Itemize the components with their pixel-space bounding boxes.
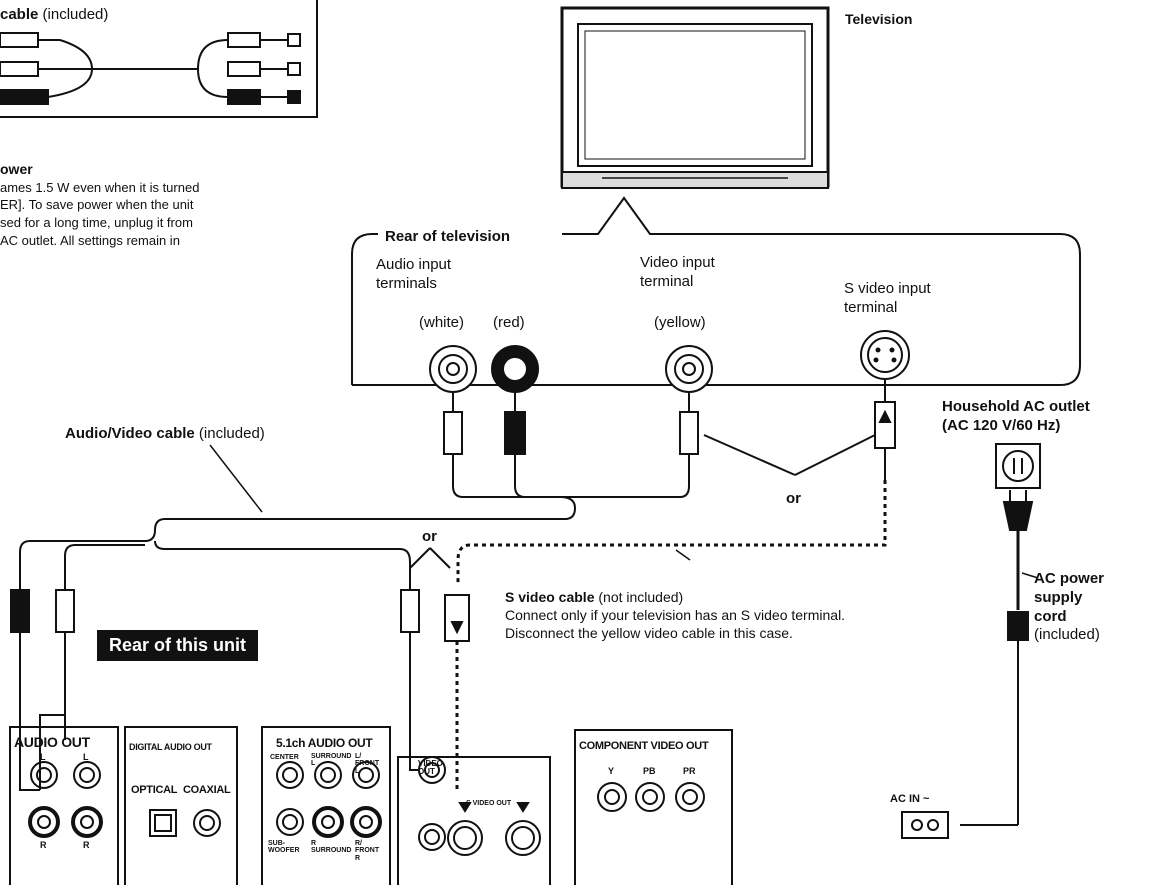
digital-audio-out-title: DIGITAL AUDIO OUT xyxy=(129,742,212,752)
s-video-cable-line-3: Disconnect the yellow video cable in thi… xyxy=(505,625,793,642)
av-cable-inset-label: cable (included) xyxy=(0,6,108,25)
optical-label: OPTICAL xyxy=(131,784,178,796)
standby-power-note: ower ames 1.5 W even when it is turned E… xyxy=(0,160,330,249)
component-pr: PR xyxy=(683,766,696,776)
red-label: (red) xyxy=(493,314,525,331)
audio-out-l-1: L xyxy=(40,752,46,762)
s-video-input-line-1: S video input xyxy=(844,280,931,297)
av-cable-label: Audio/Video cable (included) xyxy=(65,425,265,444)
ch51-rfront-r: R/ FRONT R xyxy=(355,840,380,862)
ac-cord-line-2: supply xyxy=(1034,588,1083,606)
audio-input-label: Audio input terminals xyxy=(376,256,451,294)
coaxial-label: COAXIAL xyxy=(183,784,231,796)
television-label: Television xyxy=(845,11,913,27)
ac-outlet-and-cord xyxy=(960,443,1041,826)
ch51-surround-l: SURROUND L xyxy=(311,753,352,768)
cable-label-rest: (included) xyxy=(42,6,109,23)
ac-cord-line-1: AC power xyxy=(1034,570,1105,587)
s-video-out-label: S VIDEO OUT xyxy=(466,800,512,807)
video-input-label: Video input terminal xyxy=(640,254,715,292)
component-video-out-title: COMPONENT VIDEO OUT xyxy=(579,740,709,752)
video-out-title-1: VIDEO xyxy=(418,759,443,768)
audio-out-r-1: R xyxy=(40,840,47,850)
video-out-title: VIDEO OUT xyxy=(418,759,443,777)
s-video-input-line-2: terminal xyxy=(844,298,898,316)
av-cable-label-bold: Audio/Video cable xyxy=(65,425,195,442)
audio-out-title: AUDIO OUT xyxy=(14,734,90,750)
ch51-center: CENTER xyxy=(270,754,299,761)
s-video-cable xyxy=(444,380,896,790)
audio-out-r-2: R xyxy=(83,840,90,850)
rear-of-this-unit-badge: Rear of this unit xyxy=(97,630,259,661)
or-label-tv: or xyxy=(786,490,801,507)
s-video-cable-bold: S video cable xyxy=(505,589,595,605)
rear-of-television-title: Rear of television xyxy=(382,228,514,247)
ch51-lfront-l: L/ FRONT L xyxy=(355,753,380,775)
household-ac-outlet-label: Household AC outlet (AC 120 V/60 Hz) xyxy=(942,398,1090,436)
power-note-line-2: ER]. To save power when the unit xyxy=(0,197,194,213)
ch51-title: 5.1ch AUDIO OUT xyxy=(276,736,373,750)
video-out-title-2: OUT xyxy=(418,767,435,777)
av-cable-label-rest: (included) xyxy=(198,425,265,442)
component-y: Y xyxy=(608,766,615,776)
av-cable-inset xyxy=(0,0,318,118)
s-video-cable-label: S video cable (not included) Connect onl… xyxy=(505,588,985,643)
audio-out-l-2: L xyxy=(83,752,89,762)
av-cables xyxy=(10,392,876,791)
audio-input-line-2: terminals xyxy=(376,274,437,292)
ac-in-label: AC IN ~ xyxy=(890,793,930,805)
tv-input-jacks xyxy=(429,330,910,393)
component-pb: PB xyxy=(643,766,656,776)
yellow-label: (yellow) xyxy=(654,314,706,331)
ch51-r-surround: R SURROUND xyxy=(311,840,352,855)
audio-input-line-1: Audio input xyxy=(376,256,452,273)
video-input-line-2: terminal xyxy=(640,272,694,290)
s-video-cable-rest: (not included) xyxy=(598,589,684,605)
outlet-line-1: Household AC outlet xyxy=(942,398,1090,415)
s-video-cable-line-2: Connect only if your television has an S… xyxy=(505,607,846,624)
unit-rear-panels xyxy=(9,726,949,885)
rear-of-television-panel xyxy=(351,196,1081,386)
television-illustration xyxy=(560,6,830,189)
white-label: (white) xyxy=(419,314,465,331)
power-note-line-4: AC outlet. All settings remain in xyxy=(0,232,180,248)
cable-label-bold: cable xyxy=(0,6,39,23)
ac-cord-line-4: (included) xyxy=(1034,626,1100,644)
power-note-heading: ower xyxy=(0,161,33,177)
power-note-line-3: sed for a long time, unplug it from xyxy=(0,214,193,230)
ac-power-cord-label: AC power supply cord (included) xyxy=(1034,570,1104,645)
outlet-line-2: (AC 120 V/60 Hz) xyxy=(942,416,1061,434)
s-video-input-label: S video input terminal xyxy=(844,280,931,318)
ac-cord-line-3: cord xyxy=(1034,607,1067,625)
video-input-line-1: Video input xyxy=(640,254,715,271)
or-label-unit: or xyxy=(422,528,437,545)
ch51-subwoofer: SUB- WOOFER xyxy=(268,840,300,855)
power-note-line-1: ames 1.5 W even when it is turned xyxy=(0,179,200,195)
